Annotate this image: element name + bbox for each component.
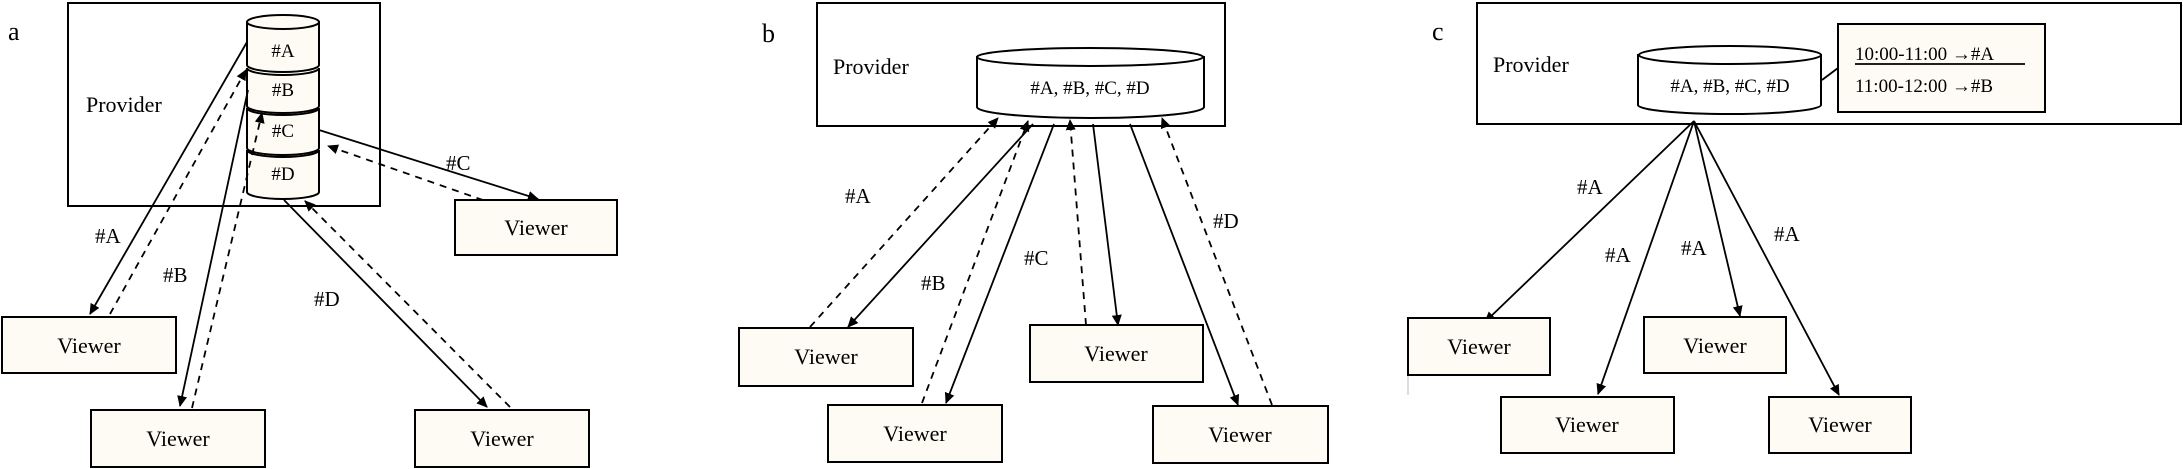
- edge-label-d: #D: [314, 287, 340, 311]
- edge-label-b: #B: [921, 271, 946, 295]
- db-segment-c: [246, 107, 320, 156]
- broadcast-arrow: [1693, 120, 1840, 396]
- database-c: #A, #B, #C, #D: [1637, 45, 1822, 116]
- schedule-box: 10:00-11:00 →#A 11:00-12:00 →#B: [1837, 23, 2046, 113]
- db-segment-b: [246, 67, 320, 114]
- panel-b: b Provider #A, #B, #C, #D #A #B #C #D Vi…: [738, 2, 1329, 464]
- viewer-label: Viewer: [1683, 333, 1747, 358]
- viewer-label: Viewer: [883, 421, 947, 446]
- edge-label: #A: [1605, 243, 1632, 267]
- schedule-entry: 10:00-11:00 →#A: [1855, 44, 1994, 65]
- viewer-box: [1768, 396, 1912, 454]
- panel-a: a Provider #A #B #C #D #A #B #C #D: [1, 2, 618, 468]
- viewer-label: Viewer: [1447, 334, 1511, 359]
- edge-label-a: #A: [845, 184, 872, 208]
- db-body: [1637, 54, 1822, 116]
- viewer-box: [738, 327, 914, 387]
- viewer-label: Viewer: [1208, 422, 1272, 447]
- viewer-label: Viewer: [1084, 341, 1148, 366]
- db-label-c: #C: [272, 121, 294, 142]
- edge-label: #A: [1774, 222, 1801, 246]
- request-arrow-a: [847, 123, 1034, 328]
- edge-label-c: #C: [446, 151, 471, 175]
- viewer-box: [1029, 324, 1204, 383]
- db-top: [1638, 45, 1822, 65]
- viewer-label: Viewer: [794, 344, 858, 369]
- viewer-box: [454, 199, 618, 256]
- edge-label-c: #C: [1024, 246, 1049, 270]
- provider-label-b: Provider: [833, 54, 909, 79]
- db-segment-a: [246, 21, 320, 73]
- provider-box-c: [1476, 2, 2182, 125]
- viewer-box: [90, 409, 266, 468]
- provider-label-a: Provider: [86, 92, 162, 117]
- db-top: [246, 14, 320, 30]
- viewer-label: Viewer: [470, 426, 534, 451]
- panel-label-c: c: [1432, 17, 1444, 46]
- db-label: #A, #B, #C, #D: [1030, 78, 1149, 99]
- viewer-box: [1152, 405, 1329, 464]
- request-arrow-c: [1092, 123, 1122, 326]
- viewer-box: [827, 404, 1003, 463]
- request-arrow-d: [283, 199, 488, 408]
- panel-c: c Provider #A, #B, #C, #D 10:00-11:00 →#…: [1407, 2, 2182, 454]
- viewer-box: [1407, 317, 1551, 376]
- db-label-a: #A: [271, 41, 295, 62]
- panel-label-b: b: [762, 19, 775, 48]
- db-label-b: #B: [272, 80, 294, 101]
- provider-box-a: [67, 2, 381, 207]
- db-label-d: #D: [271, 164, 294, 185]
- edge-label-a: #A: [95, 224, 122, 248]
- db-segment-d: [246, 149, 320, 200]
- database-b: #A, #B, #C, #D: [976, 47, 1205, 119]
- broadcast-arrow: [1693, 120, 1743, 317]
- edge-label: #A: [1577, 175, 1604, 199]
- edge-label-b: #B: [163, 263, 188, 287]
- response-arrow-a: [809, 117, 999, 328]
- edge-label: #A: [1681, 236, 1708, 260]
- viewer-label: Viewer: [1808, 412, 1872, 437]
- response-arrow-b: [921, 120, 1030, 404]
- request-arrow-c: [318, 129, 539, 201]
- db-top: [976, 47, 1204, 67]
- viewer-label: Viewer: [57, 333, 121, 358]
- schedule-box-frame: [1837, 23, 2046, 113]
- provider-label-c: Provider: [1493, 52, 1569, 77]
- response-arrow-c: [327, 144, 521, 214]
- viewer-label: Viewer: [146, 426, 210, 451]
- database-stack-a: #A #B #C #D: [246, 14, 320, 200]
- viewer-box: [1, 316, 177, 374]
- panel-label-a: a: [8, 17, 20, 46]
- viewer-box: [414, 409, 590, 468]
- schedule-entry: 11:00-12:00 →#B: [1855, 76, 1993, 97]
- viewer-label: Viewer: [504, 215, 568, 240]
- viewer-label: Viewer: [1555, 412, 1619, 437]
- db-label: #A, #B, #C, #D: [1670, 76, 1789, 97]
- request-arrow-b: [177, 89, 249, 407]
- request-arrow-d: [1129, 123, 1240, 406]
- viewer-box: [1643, 316, 1787, 374]
- response-arrow-c: [1065, 119, 1087, 326]
- request-arrow-b: [944, 123, 1055, 404]
- edge-label-d: #D: [1213, 209, 1239, 233]
- viewer-box: [1500, 396, 1675, 454]
- broadcast-arrow: [1596, 120, 1695, 395]
- request-arrow-a: [89, 41, 248, 315]
- broadcast-arrow: [1484, 120, 1695, 323]
- response-arrow-d: [304, 200, 511, 408]
- db-body: [976, 56, 1205, 119]
- schedule-connector: [1821, 67, 1839, 81]
- response-arrow-b: [191, 112, 265, 409]
